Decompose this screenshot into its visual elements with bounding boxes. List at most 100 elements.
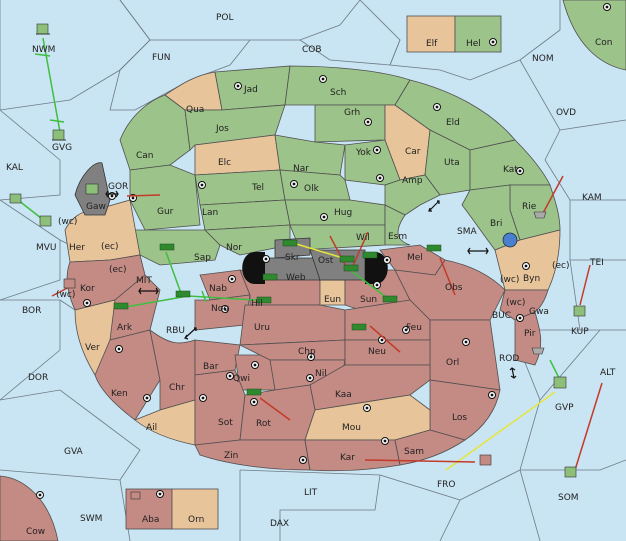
army-rot[interactable] <box>246 388 262 396</box>
label-hug: Hug <box>334 208 352 218</box>
label-grh: Grh <box>344 108 360 118</box>
fleet-rod[interactable] <box>531 347 545 355</box>
label-kor: Kor <box>80 284 95 294</box>
fleet-kor[interactable] <box>63 278 76 289</box>
label-mou: Mou <box>342 423 361 433</box>
province-orl[interactable] <box>429 319 501 391</box>
label-sch: Sch <box>330 88 346 98</box>
fleet-aba[interactable] <box>130 491 141 500</box>
label-kat: Kat <box>503 165 518 175</box>
label-elc: Elc <box>218 158 231 168</box>
province-con[interactable] <box>562 0 626 71</box>
army-wil[interactable] <box>362 251 378 259</box>
label-ver: Ver <box>85 343 100 353</box>
army-ost-2[interactable] <box>343 264 359 272</box>
province-kor[interactable] <box>66 254 146 311</box>
province-can[interactable] <box>119 94 191 171</box>
label-gvp: GVP <box>555 403 574 413</box>
label-esm: Esm <box>388 232 407 242</box>
label-her: Her <box>69 243 85 253</box>
province-nar[interactable] <box>274 134 346 176</box>
label-pir: Pir <box>524 329 536 339</box>
fleet-gaw[interactable] <box>85 183 99 195</box>
army-nog[interactable] <box>175 290 191 298</box>
province-hel[interactable] <box>454 15 502 53</box>
army-sap[interactable] <box>159 243 175 251</box>
label-lit: LIT <box>304 488 318 498</box>
label-gvg: GVG <box>52 143 72 153</box>
fleet-kal[interactable] <box>9 193 22 204</box>
label-ovd: OVD <box>556 108 576 118</box>
province-neu[interactable] <box>344 339 431 366</box>
label-eun: Eun <box>324 295 341 305</box>
coast-ec-her: (ec) <box>101 242 119 252</box>
green-territories <box>64 65 561 291</box>
label-ark: Ark <box>117 323 133 333</box>
label-yok: Yok <box>355 148 372 158</box>
label-pol: POL <box>216 13 234 23</box>
province-zin[interactable] <box>194 439 311 471</box>
label-nwm: NWM <box>32 45 55 55</box>
fleet-mvu[interactable] <box>39 215 52 227</box>
label-wil: Wil <box>356 233 370 243</box>
fleet-nwm[interactable] <box>36 23 50 35</box>
label-sot: Sot <box>218 418 233 428</box>
sea-labels: POL FUN COB NOM OVD KAM TEI ALT KAL BOR … <box>6 13 616 537</box>
army-neu[interactable] <box>351 323 367 331</box>
province-sch[interactable] <box>284 65 411 106</box>
fleet-gvg[interactable] <box>52 129 66 141</box>
label-mel: Mel <box>407 253 423 263</box>
label-kal: KAL <box>6 163 23 173</box>
fleet-fro[interactable] <box>479 454 492 466</box>
province-esm[interactable] <box>384 204 411 246</box>
province-elf[interactable] <box>406 15 456 53</box>
label-orn: Orn <box>188 515 204 525</box>
label-gwa: Gwa <box>529 307 549 317</box>
province-olk[interactable] <box>279 169 351 201</box>
coast-wc-gwa: (wc) <box>506 298 525 308</box>
army-ost[interactable] <box>339 255 355 263</box>
label-rot: Rot <box>256 419 271 429</box>
label-nil: Nil <box>315 369 327 379</box>
label-som: SOM <box>558 493 579 503</box>
province-uta[interactable] <box>424 129 471 196</box>
army-sun[interactable] <box>382 295 398 303</box>
units <box>9 23 586 500</box>
fleet-som[interactable] <box>564 466 577 478</box>
province-gur[interactable] <box>129 164 201 231</box>
label-uru: Uru <box>254 323 270 333</box>
province-sam[interactable] <box>394 429 466 466</box>
army-skr[interactable] <box>282 239 298 247</box>
label-jos: Jos <box>215 124 229 134</box>
label-chp: Chp <box>298 347 316 357</box>
coast-ec-kor: (ec) <box>109 265 127 275</box>
fleet-gvp[interactable] <box>553 376 567 389</box>
label-sam: Sam <box>404 447 424 457</box>
coast-ec-byn: (ec) <box>552 261 570 271</box>
province-orn[interactable] <box>171 488 219 530</box>
label-ost: Ost <box>318 256 334 266</box>
coast-wc-byn: (wc) <box>500 275 519 285</box>
army-hil[interactable] <box>256 296 272 304</box>
label-jad: Jad <box>243 85 258 95</box>
province-los[interactable] <box>429 379 501 441</box>
label-obs: Obs <box>445 283 463 293</box>
label-ken: Ken <box>111 389 128 399</box>
label-nar: Nar <box>293 164 309 174</box>
army-mel[interactable] <box>426 244 442 252</box>
army-web[interactable] <box>262 273 278 281</box>
fleet-rie[interactable] <box>533 211 547 219</box>
label-rod: ROD <box>499 354 519 364</box>
fleet-kup[interactable] <box>573 305 586 317</box>
province-nor[interactable] <box>204 224 291 256</box>
fleet-bri[interactable] <box>502 232 518 248</box>
label-qwi: Qwi <box>233 374 250 384</box>
province-bri[interactable] <box>461 184 521 251</box>
label-qua: Qua <box>186 105 204 115</box>
label-bor: BOR <box>22 306 41 316</box>
label-orl: Orl <box>446 358 459 368</box>
label-elf: Elf <box>426 39 438 49</box>
army-ark[interactable] <box>113 302 129 310</box>
province-tel[interactable] <box>194 169 286 206</box>
